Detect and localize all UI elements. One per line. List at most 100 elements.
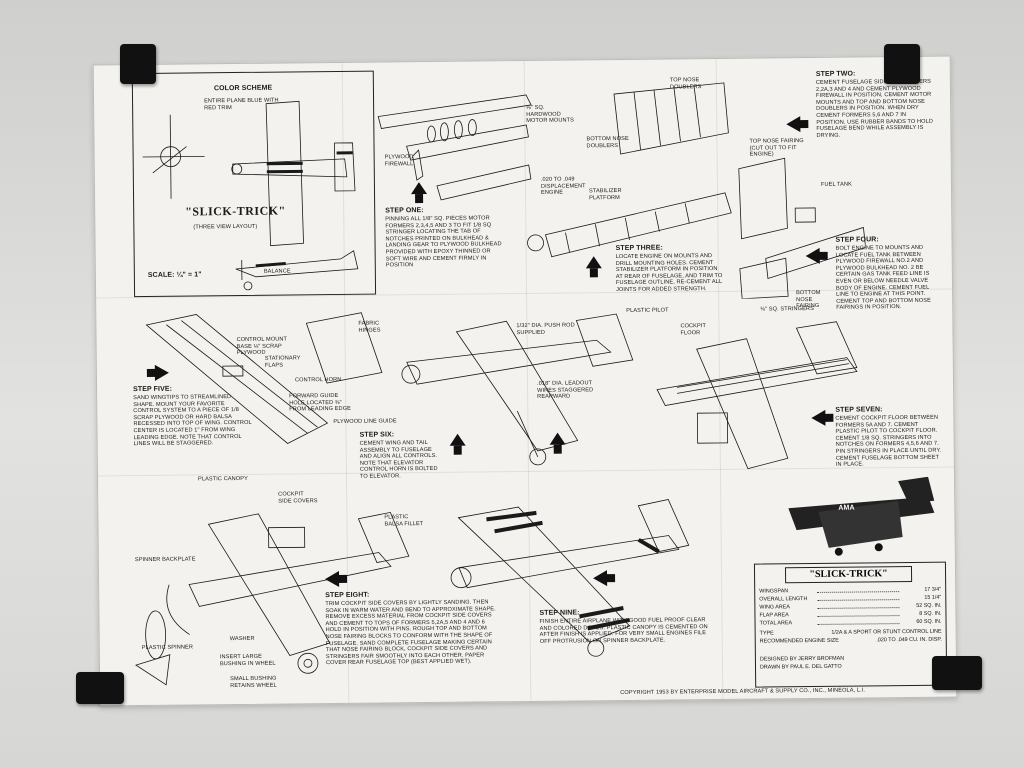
step-five-drawing xyxy=(145,312,383,444)
step-four-text: BOLT ENGINE TO MOUNTS AND LOCATE FUEL TA… xyxy=(835,244,931,312)
spec-value: .020 TO .049 CU. IN. DISP. xyxy=(876,636,942,644)
plastic-spinner-label: PLASTIC SPINNER xyxy=(141,644,194,652)
leadout-wires-label: .018" DIA. LEADOUT WIRES STAGGERED REARW… xyxy=(536,380,594,401)
step-three-drawing xyxy=(527,82,732,258)
step-six-arrow-left xyxy=(449,433,466,446)
step-one-title: STEP ONE: xyxy=(385,207,424,215)
step-seven-arrow xyxy=(811,409,826,427)
plywood-line-guide-label: PLYWOOD LINE GUIDE xyxy=(333,418,397,426)
step-five-title: STEP FIVE: xyxy=(133,385,173,394)
spec-row: TYPE 1/2A & A SPORT OR STUNT CONTROL LIN… xyxy=(760,629,942,637)
fuel-tank-label: FUEL TANK xyxy=(820,181,852,188)
plastic-canopy-label: PLASTIC CANOPY xyxy=(197,475,248,483)
spec-label: OVERALL LENGTH xyxy=(759,596,808,603)
step-six-text: CEMENT WING AND TAIL ASSEMBLY TO FUSELAG… xyxy=(359,440,438,480)
spec-value: 52 SQ. IN. xyxy=(916,602,942,609)
spec-row: OVERALL LENGTH 15 1/4" xyxy=(759,595,941,603)
binder-clip-top-right xyxy=(884,44,920,84)
forward-guide-hole-label: FORWARD GUIDE HOLE LOCATED ⅜" FROM LEADI… xyxy=(289,392,352,413)
spec-label: WING AREA xyxy=(759,604,790,611)
step-two-title: STEP TWO: xyxy=(815,70,856,78)
step-six-drawing xyxy=(401,313,634,466)
cockpit-floor-label: COCKPIT FLOOR xyxy=(680,323,706,336)
top-nose-doublers-label: TOP NOSE DOUBLERS xyxy=(669,77,702,91)
three-view-drawing xyxy=(142,100,359,291)
step-nine-arrow xyxy=(592,570,608,587)
plan-sheet: COLOR SCHEME ENTIRE PLANE BLUE WITH RED … xyxy=(92,55,958,707)
step-one-arrow xyxy=(410,182,428,195)
spinner-backplate-label: SPINNER BACKPLATE xyxy=(134,556,196,564)
control-horn-label: CONTROL HORN xyxy=(294,376,342,384)
plywood-firewall-label: PLYWOOD FIREWALL xyxy=(384,154,414,168)
step-two-text: CEMENT FUSELAGE SIDES TO FORMERS 2,2A,3 … xyxy=(815,78,933,139)
step-six-title: STEP SIX: xyxy=(359,431,395,439)
bottom-nose-doublers-label: BOTTOM NOSE DOUBLERS xyxy=(586,135,629,149)
step-one-drawing xyxy=(377,94,532,201)
push-rod-label: 1/32" DIA. PUSH ROD SUPPLIED xyxy=(516,322,575,336)
step-nine-drawing xyxy=(450,499,690,657)
spec-label: WINGSPAN xyxy=(759,588,789,595)
step-four-arrow xyxy=(805,247,820,265)
step-nine-text: FINISH ENTIRE AIRPLANE WITH GOOD FUEL PR… xyxy=(539,617,708,645)
balance-label: BALANCE xyxy=(263,268,291,275)
binder-clip-bottom-right xyxy=(932,656,982,690)
plane-name: "SLICK-TRICK" xyxy=(185,203,286,219)
plastic-pilot-label: PLASTIC PILOT xyxy=(626,307,669,314)
step-three-title: STEP THREE: xyxy=(615,244,663,253)
control-mount-base-label: CONTROL MOUNT BASE ⅛" SCRAP PLYWOOD xyxy=(236,336,287,357)
scale-label: SCALE: ¼" = 1" xyxy=(147,271,202,279)
spec-row: TOTAL AREA 60 SQ. IN. xyxy=(760,619,942,627)
step-seven-text: CEMENT COCKPIT FLOOR BETWEEN FORMERS 5A … xyxy=(835,414,942,468)
step-three-arrow xyxy=(585,256,602,269)
step-four-drawing xyxy=(738,157,867,299)
step-five-arrow xyxy=(154,364,169,381)
plane-photo-marking: AMA xyxy=(838,504,855,512)
spec-title: "SLICK-TRICK" xyxy=(784,565,913,584)
step-five-text: SAND WINGTIPS TO STREAMLINED SHAPE. MOUN… xyxy=(133,394,252,448)
step-nine-title: STEP NINE: xyxy=(539,609,580,617)
engine-label: .020 TO .049 DISPLACEMENT ENGINE xyxy=(540,176,586,197)
three-view-subtitle: (THREE VIEW LAYOUT) xyxy=(193,223,258,231)
spec-value: 1/2A & A SPORT OR STUNT CONTROL LINE xyxy=(831,628,942,636)
insert-bushing-label: INSERT LARGE BUSHING IN WHEEL xyxy=(219,653,276,667)
binder-clip-bottom-left xyxy=(76,672,124,704)
stringers-label: ⅛" SQ. STRINGERS xyxy=(760,305,814,313)
step-three-text: LOCATE ENGINE ON MOUNTS AND DRILL MOUNTI… xyxy=(615,253,723,294)
cockpit-side-covers-label: COCKPIT SIDE COVERS xyxy=(278,491,318,505)
step-six-arrow-right xyxy=(549,432,566,445)
spec-row: WINGSPAN 17 3/4" xyxy=(759,587,941,595)
spec-label: FLAP AREA xyxy=(759,612,789,619)
spec-value: 15 1/4" xyxy=(924,594,942,601)
copyright-notice: COPYRIGHT 1953 BY ENTERPRISE MODEL AIRCR… xyxy=(620,687,866,697)
spec-value: 60 SQ. IN. xyxy=(916,618,942,625)
step-one-text: PINNING ALL 1/8" SQ. PIECES MOTOR FORMER… xyxy=(385,215,502,269)
motor-mounts-label: ⅛" SQ. HARDWOOD MOTOR MOUNTS xyxy=(526,104,575,125)
designer-credit: DESIGNED BY JERRY BROFMAN xyxy=(759,655,845,663)
spec-row: RECOMMENDED ENGINE SIZE .020 TO .049 CU.… xyxy=(760,637,942,645)
step-seven-drawing xyxy=(656,321,858,470)
step-eight-drawing xyxy=(135,511,410,686)
washer-label: WASHER xyxy=(229,635,255,643)
step-seven-title: STEP SEVEN: xyxy=(835,406,883,414)
spec-value: 17 3/4" xyxy=(924,586,942,593)
drafter-credit: DRAWN BY PAUL E. DEL GATTO xyxy=(759,663,842,671)
spec-value: 8 SQ. IN. xyxy=(919,610,942,617)
spec-label: TYPE xyxy=(759,630,774,637)
step-eight-arrow xyxy=(324,570,340,588)
plastic-balsa-fillet-label: PLASTIC BALSA FILLET xyxy=(384,514,424,528)
stationary-flaps-label: STATIONARY FLAPS xyxy=(264,355,301,369)
plane-photo xyxy=(788,476,935,556)
spec-row: FLAP AREA 8 SQ. IN. xyxy=(759,611,941,619)
step-four-title: STEP FOUR: xyxy=(835,236,879,244)
spec-row: WING AREA 52 SQ. IN. xyxy=(759,603,941,611)
top-nose-fairing-label: TOP NOSE FAIRING (CUT OUT TO FIT ENGINE) xyxy=(749,138,804,158)
fabric-hinges-label: FABRIC HINGES xyxy=(358,320,381,334)
spec-label: RECOMMENDED ENGINE SIZE xyxy=(759,637,839,645)
stabilizer-platform-label: STABILIZER PLATFORM xyxy=(588,187,622,201)
step-eight-title: STEP EIGHT: xyxy=(325,591,370,600)
small-bushing-label: SMALL BUSHING RETAINS WHEEL xyxy=(230,675,277,689)
spec-table: "SLICK-TRICK" WINGSPAN 17 3/4" OVERALL L… xyxy=(753,561,948,688)
step-two-arrow xyxy=(786,116,801,133)
spec-label: TOTAL AREA xyxy=(759,620,793,627)
binder-clip-top-left xyxy=(120,44,156,84)
